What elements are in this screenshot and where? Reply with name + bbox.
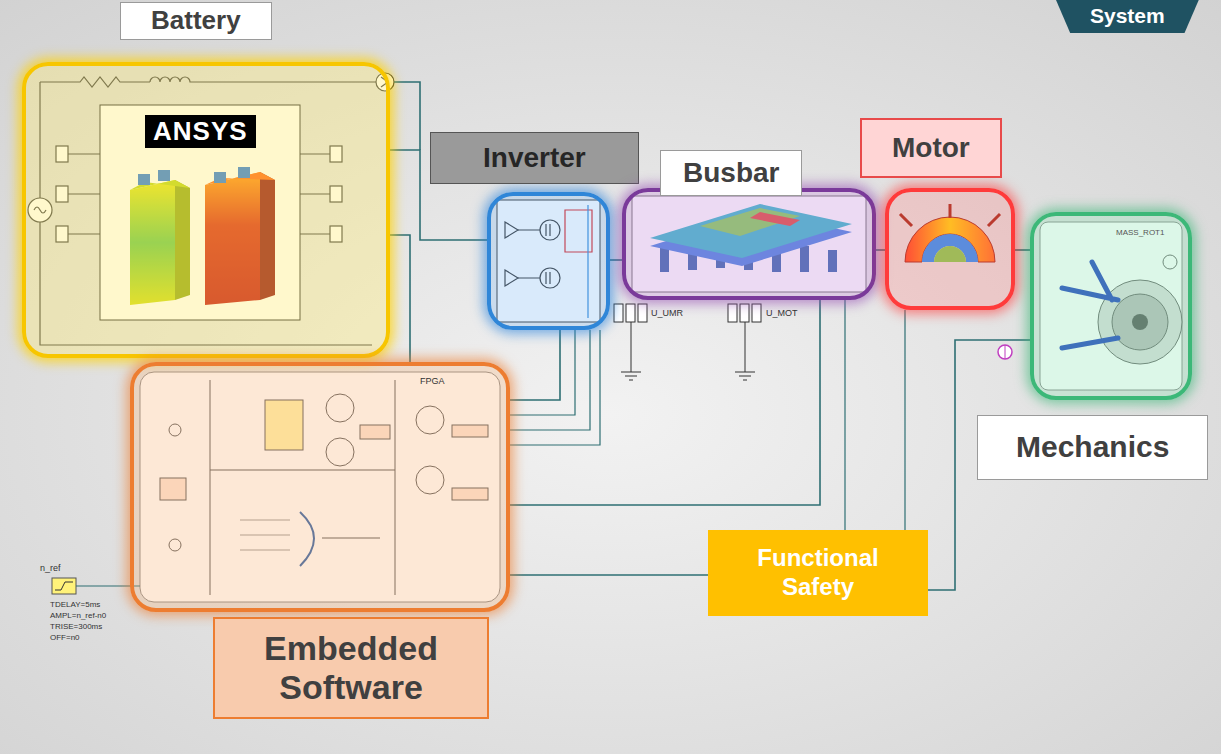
- motor-block: Motor: [885, 188, 1015, 310]
- wire-connector: [610, 259, 622, 261]
- heading-box: Motor: [860, 118, 1002, 178]
- speed-sensor-symbol: [998, 345, 1012, 359]
- parameter-text: TDELAY=5ms: [50, 600, 100, 610]
- logo-text: ANSYS: [145, 115, 256, 148]
- heading-text: Motor: [892, 132, 970, 164]
- component-name: MASS_ROT1: [1116, 228, 1164, 238]
- node-label: System: [1090, 3, 1165, 28]
- signal-name: n_ref: [40, 563, 61, 574]
- signal-wires: [510, 300, 905, 530]
- heading-text: Inverter: [483, 142, 586, 174]
- parameter-text: AMPL=n_ref-n0: [50, 611, 106, 621]
- meter-name: U_MOT: [766, 308, 798, 319]
- inverter-block: Inverter: [487, 192, 610, 330]
- block-label: FPGA: [420, 376, 445, 387]
- wire-connector: [510, 300, 820, 505]
- meter-name: U_UMR: [651, 308, 683, 319]
- safety-box: Functional Safety: [708, 530, 928, 616]
- busbar-block: Busbar: [622, 188, 876, 300]
- heading-text: Busbar: [683, 157, 779, 189]
- heading-box: Battery: [120, 2, 272, 40]
- heading-text: Mechanics: [1016, 430, 1169, 465]
- heading-text: Embedded Software: [241, 629, 461, 707]
- wire-connector: [876, 249, 885, 251]
- parameter-text: TRISE=300ms: [50, 622, 102, 632]
- wire-connector: [390, 235, 410, 362]
- wire-connector: [510, 574, 708, 576]
- heading-box: Embedded Software: [213, 617, 489, 719]
- heading-text: Battery: [151, 6, 241, 36]
- parameter-text: OFF=n0: [50, 633, 80, 643]
- heading-box: Mechanics: [977, 415, 1208, 480]
- heading-box: Busbar: [660, 150, 802, 196]
- tab-fill: [1056, 0, 1199, 33]
- mechanics-block: Mechanics: [1030, 212, 1192, 400]
- section-tab: System: [1056, 0, 1199, 33]
- battery-block: Battery: [22, 62, 390, 358]
- reference-source: [52, 578, 140, 594]
- heading-box: Inverter: [430, 132, 639, 184]
- wire-connector: [1015, 249, 1030, 251]
- node-label: Functional Safety: [728, 544, 908, 602]
- voltmeter-symbol: [614, 304, 761, 380]
- software-block: Embedded Software: [130, 362, 510, 612]
- wire-connector: [510, 330, 560, 400]
